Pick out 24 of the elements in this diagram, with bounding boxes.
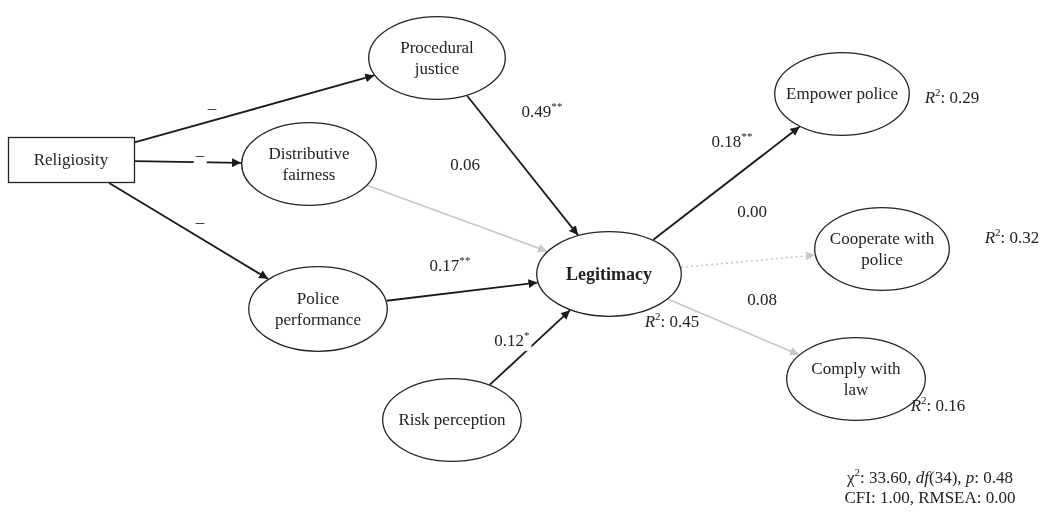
fit-statistics: χ$^{2}$: 33.60, df(34), p: 0.48	[846, 467, 1014, 489]
variable-label: Empower police	[786, 83, 898, 105]
arrow	[466, 94, 579, 236]
variable-label: Religiosity	[33, 149, 109, 171]
arrow	[489, 309, 571, 386]
variable-label: Comply with law	[810, 357, 902, 401]
variable-label: Procedural justice	[399, 36, 475, 80]
r-squared-label: R$^{2}$: 0.32	[984, 227, 1040, 249]
r-squared-label: R$^{2}$: 0.45	[644, 311, 700, 333]
arrow	[652, 125, 801, 241]
r-squared-label: R$^{2}$: 0.16	[910, 395, 966, 417]
arrow	[385, 279, 539, 302]
arrow	[667, 298, 800, 356]
arrow	[680, 251, 816, 269]
fit-statistics: CFI: 1.00, RMSEA: 0.00	[844, 487, 1016, 509]
variable-label: Distributive fairness	[267, 142, 351, 186]
path-coefficient: 0.12$^{*}$	[492, 330, 532, 352]
variable-label: Cooperate with police	[828, 227, 936, 271]
r-squared-label: R$^{2}$: 0.29	[924, 87, 980, 109]
variable-label: Legitimacy	[566, 262, 652, 286]
variable-label: Risk perception	[398, 409, 506, 431]
arrow	[108, 182, 269, 280]
arrow	[366, 184, 548, 253]
variable-label: Police performance	[274, 287, 362, 331]
